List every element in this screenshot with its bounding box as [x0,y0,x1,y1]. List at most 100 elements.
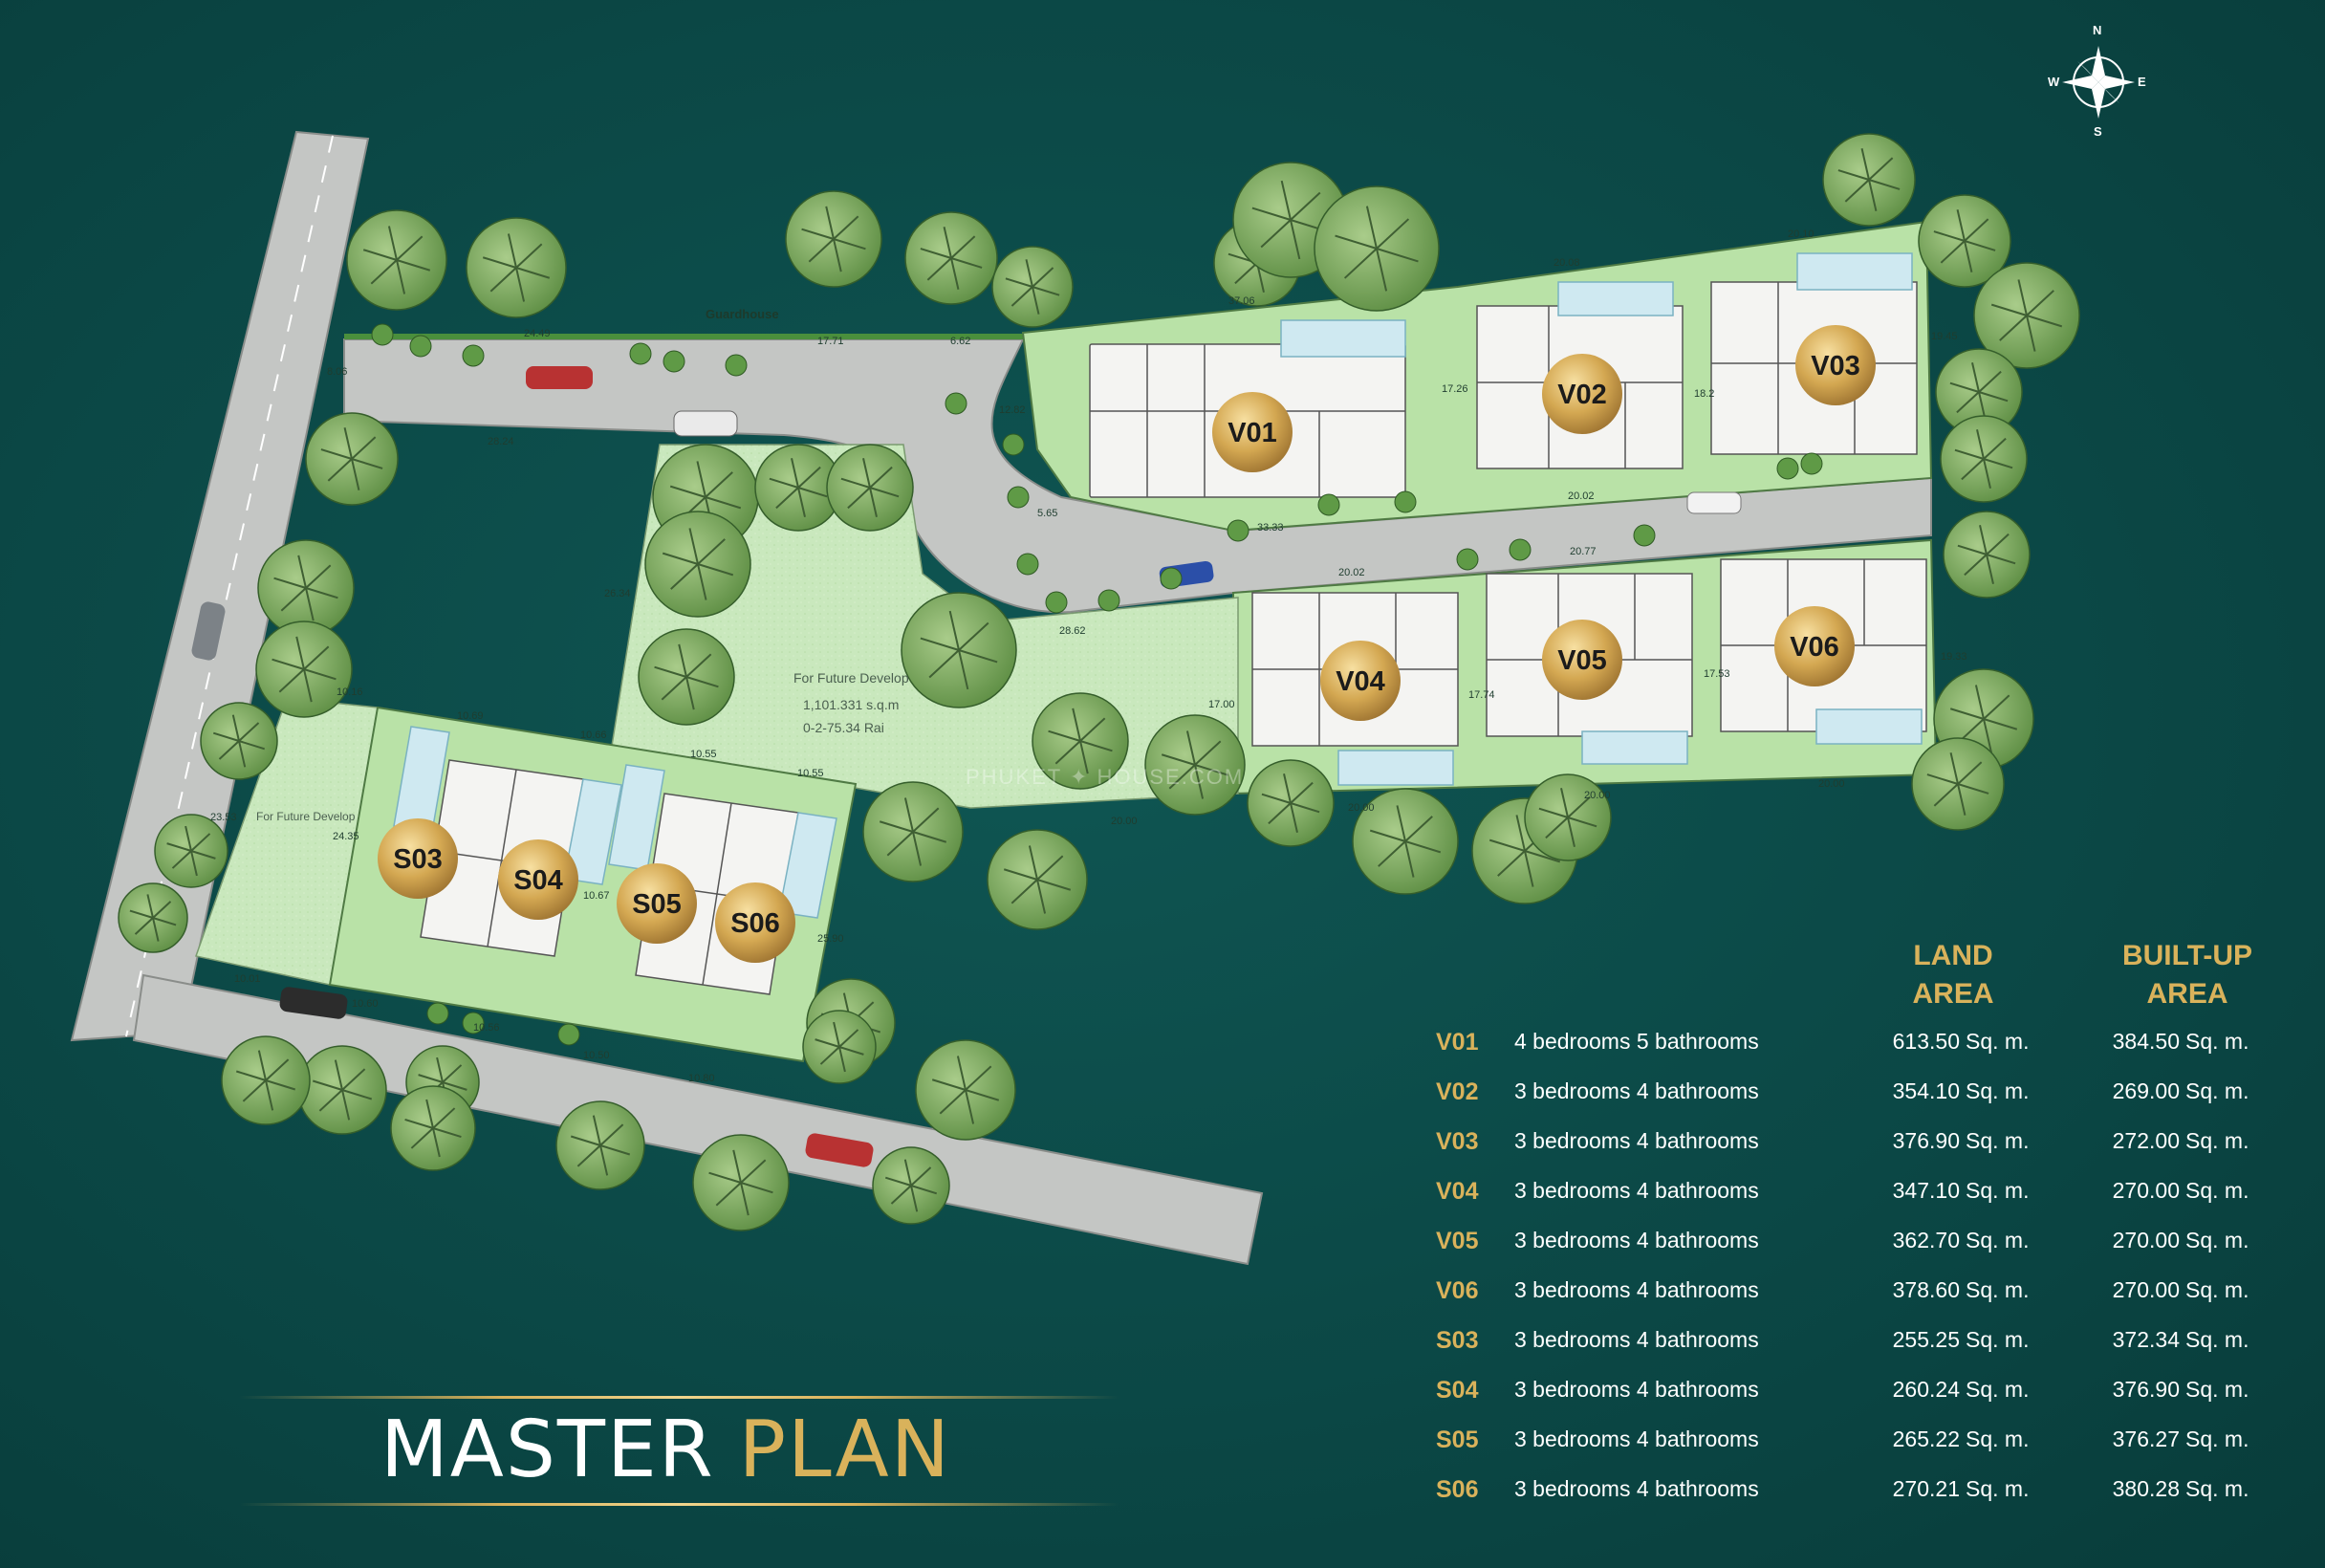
dim-label: 20.00 [1818,778,1845,790]
plot-marker[interactable]: V06 [1774,606,1855,686]
shrub-icon [1016,553,1039,576]
plot-marker[interactable]: S05 [617,863,697,944]
tree-icon [555,1100,645,1190]
tree-icon [466,217,567,318]
title-rule-bottom [239,1503,1119,1506]
car-grey-left [191,601,226,661]
plot-marker-badge [1542,620,1622,700]
dim-label: 37.06 [1228,295,1255,307]
land-area-value: 347.10 [1892,1178,1960,1203]
land-area-unit: Sq. m. [1966,1476,2030,1501]
plot-marker-label: S04 [513,865,563,896]
tree-icon [1352,788,1459,895]
plot-marker-label: V03 [1811,351,1860,381]
tree-icon [221,1035,311,1125]
dim-label: 33.33 [1257,522,1284,534]
tree-icon [1247,759,1335,847]
table-header: LAND AREA BUILT-UP AREA [1423,937,2283,1013]
compass-w: W [2048,75,2060,89]
shrub-icon [1456,548,1479,571]
dim-label: 10.55 [797,768,824,779]
built-up-unit: Sq. m. [2185,1327,2249,1352]
land-area-value: 255.25 [1892,1327,1960,1352]
unit-description: 3 bedrooms 4 bathrooms [1514,1277,1759,1302]
shrub-icon [1317,493,1340,516]
dim-label: 10.69 [457,710,484,722]
tree-icon [638,628,735,726]
tree-icon [305,412,399,506]
shrub-icon [409,335,432,358]
plot-marker-badge [1774,606,1855,686]
guardhouse-label: Guardhouse [706,307,779,321]
dim-label: 19.33 [1941,651,1967,663]
land-area-unit: Sq. m. [1966,1228,2030,1252]
shrub-icon [629,342,652,365]
tree-icon [118,882,188,953]
unit-description: 3 bedrooms 4 bathrooms [1514,1476,1759,1501]
shrub-icon [1227,519,1249,542]
plot-marker[interactable]: V05 [1542,620,1622,700]
tree-icon [644,511,751,618]
dim-label: 26.34 [604,588,631,599]
built-up-value: 372.34 [2112,1327,2180,1352]
dim-label: 5.65 [1037,508,1057,519]
tree-icon [1911,737,2005,831]
dim-label: 10.66 [580,730,607,741]
shrub-icon [426,1002,449,1025]
built-up-unit: Sq. m. [2185,1128,2249,1153]
shrub-icon [371,323,394,346]
land-area-value: 378.60 [1892,1277,1960,1302]
dimension-labels: 24.49 17.71 6.62 37.06 20.08 20.10 8.06 … [210,229,1967,1084]
dim-label: 20.00 [1111,816,1138,827]
tree-icon [346,209,447,311]
plot-marker-badge [715,882,795,963]
plot-marker[interactable]: V01 [1212,392,1293,472]
unit-code: V04 [1436,1178,1479,1205]
built-up-value: 270.00 [2112,1277,2180,1302]
land-area-unit: Sq. m. [1966,1327,2030,1352]
dim-label: 10.01 [234,973,261,985]
plot-marker-label: V02 [1557,380,1607,410]
shrub-icon [1800,452,1823,475]
compass-rose-icon: N E S W [2046,21,2151,145]
header-line: BUILT-UP [2121,940,2253,971]
plot-marker[interactable]: V03 [1795,325,1876,405]
title-word-master: MASTER [380,1405,715,1495]
watermark: PHUKET ✦ HOUSE.COM [966,765,1244,789]
plot-marker[interactable]: V02 [1542,354,1622,434]
plot-marker-badge [1212,392,1293,472]
plot-marker[interactable]: S06 [715,882,795,963]
unit-description: 3 bedrooms 4 bathrooms [1514,1128,1759,1153]
dim-label: 6.62 [950,336,970,347]
plot-marker-label: V04 [1336,666,1385,697]
plot-marker[interactable]: V04 [1320,641,1401,721]
shrub-icon [1002,433,1025,456]
plot-marker-label: S03 [393,844,443,875]
land-area-value: 270.21 [1892,1476,1960,1501]
land-area-value: 354.10 [1892,1078,1960,1103]
dim-label: 10.80 [688,1073,715,1084]
plot-marker-label: S05 [632,889,682,920]
compass-e: E [2138,75,2146,89]
dim-label: 17.74 [1468,689,1495,701]
shrub-icon [1160,567,1183,590]
plot-marker[interactable]: S03 [378,818,458,899]
unit-description: 3 bedrooms 4 bathrooms [1514,1178,1759,1203]
tree-icon [1524,773,1612,861]
plot-marker-badge [1795,325,1876,405]
tree-icon [257,539,355,637]
dim-label: 17.26 [1442,383,1468,395]
built-up-unit: Sq. m. [2185,1377,2249,1402]
plot-marker[interactable]: S04 [498,839,578,920]
plot-marker-badge [1320,641,1401,721]
dim-label: 28.62 [1059,625,1086,637]
dim-label: 23.53 [210,812,237,823]
shrub-icon [725,354,748,377]
car-red-1 [526,366,593,389]
